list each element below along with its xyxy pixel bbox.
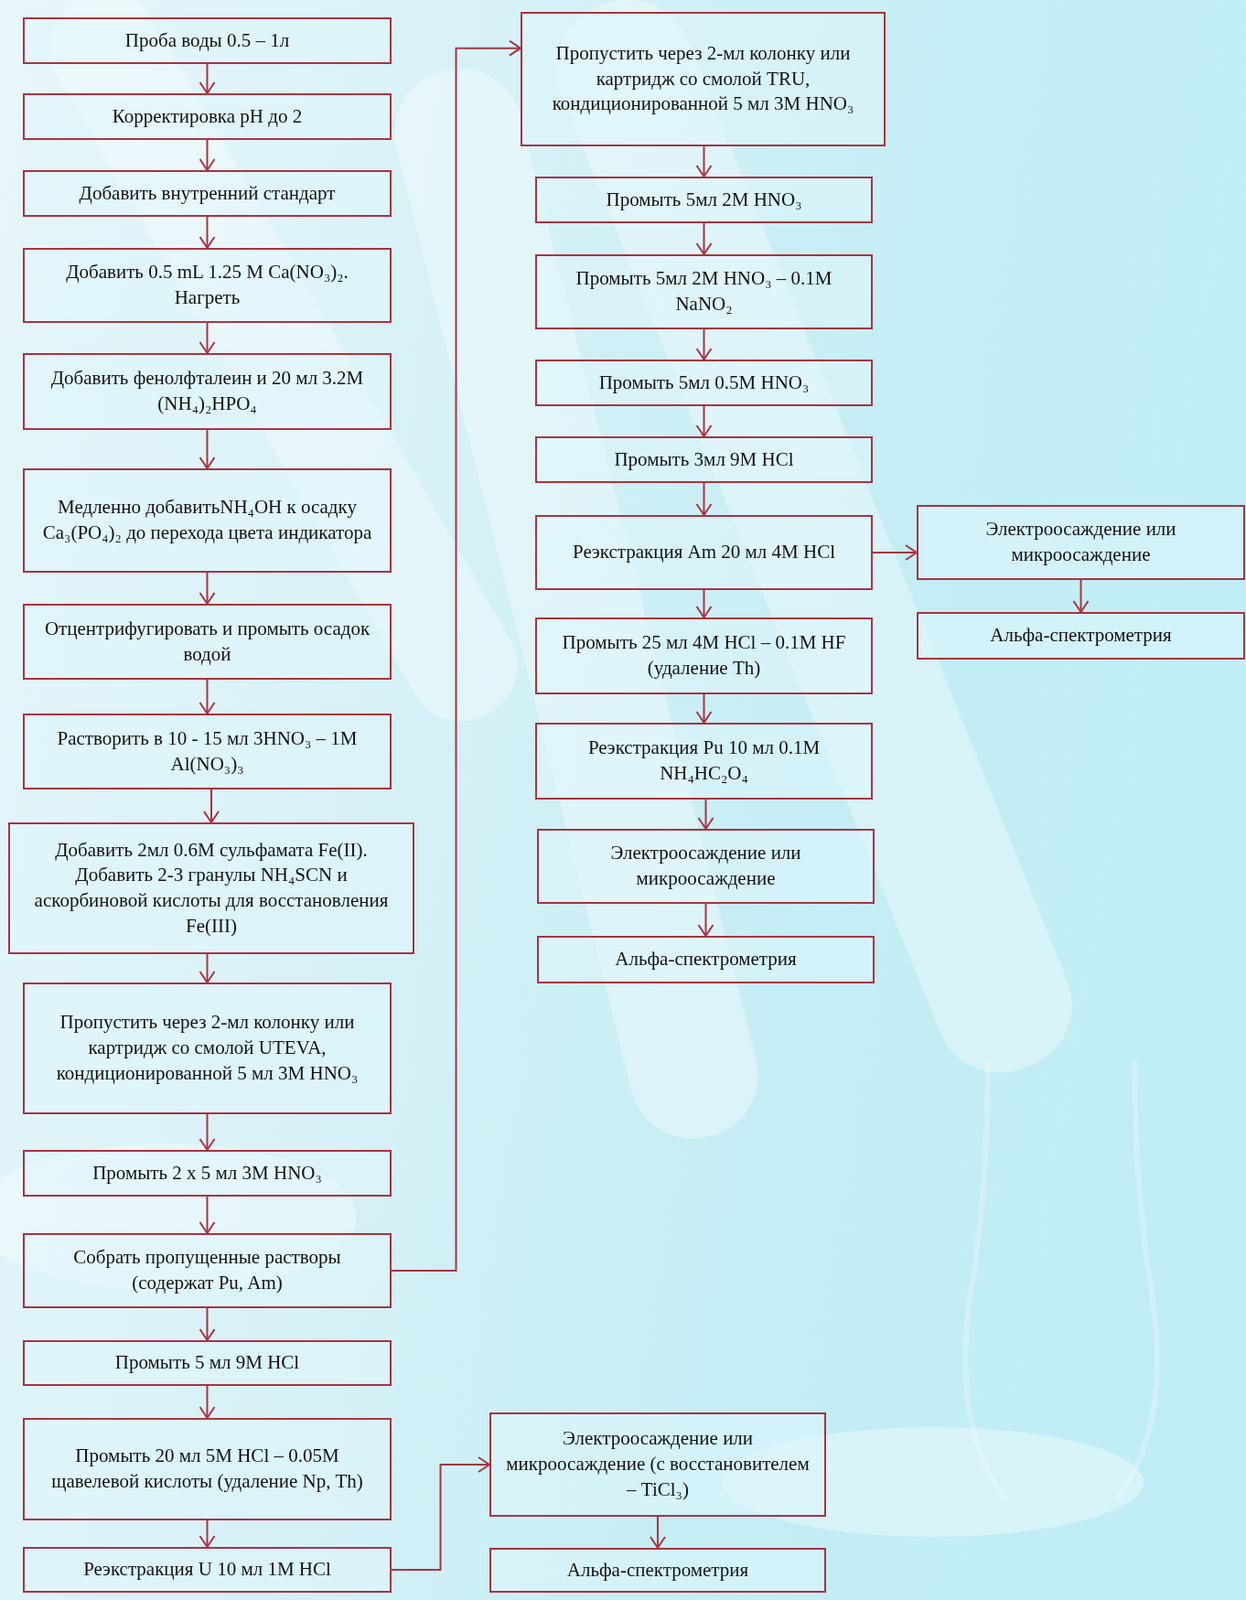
flow-arrow	[703, 406, 706, 437]
process-box: Промыть 20 мл 5M HCl – 0.05M щавелевой к…	[22, 1417, 392, 1521]
step-text: Электроосаждение или микроосаждение	[547, 840, 864, 892]
flow-arrow	[206, 216, 209, 248]
step-text: Проба воды 0.5 – 1л	[125, 28, 290, 54]
flow-arrow	[206, 1385, 209, 1418]
step-text: Медленно добавитьNH₄OH к осадку Ca₃(PO₄)…	[33, 494, 381, 546]
process-box: Промыть 5мл 0.5M HNO₃	[535, 359, 873, 407]
process-box: Пропустить через 2-мл колонку или картри…	[520, 11, 886, 147]
step-text: Добавить 0.5 mL 1.25 M Ca(NO₃)₂. Нагреть	[33, 259, 381, 311]
process-box: Промыть 5 мл 9M HCl	[22, 1340, 392, 1386]
process-box: Промыть 25 мл 4M HCl – 0.1M HF (удаление…	[535, 617, 873, 695]
test-tube-silhouette	[0, 0, 1144, 1537]
step-text: Пропустить через 2-мл колонку или картри…	[531, 41, 875, 118]
flow-arrow	[206, 1114, 209, 1150]
flow-arrow	[872, 551, 917, 554]
process-box: Добавить 0.5 mL 1.25 M Ca(NO₃)₂. Нагреть	[22, 247, 392, 323]
flow-arrow	[206, 139, 209, 171]
process-box: Промыть 2 x 5 мл 3M HNO₃	[22, 1149, 392, 1197]
step-text: Электроосаждение или микроосаждение (с в…	[500, 1426, 816, 1503]
process-box: Промыть 5мл 2M HNO₃ – 0.1M NaNO₂	[535, 254, 873, 330]
step-text: Реэкстракция Am 20 мл 4M HCl	[572, 539, 836, 566]
flow-arrow	[703, 146, 706, 177]
flow-arrow	[705, 799, 708, 829]
step-text: Промыть 3мл 9M HCl	[613, 447, 794, 473]
process-box: Реэкстракция Am 20 мл 4M HCl	[535, 515, 873, 591]
step-text: Промыть 5мл 0.5M HNO₃	[599, 370, 810, 397]
step-text: Добавить 2мл 0.6M сульфамата Fe(II). Доб…	[19, 837, 404, 940]
flow-arrow	[703, 329, 706, 360]
step-text: Реэкстракция Pu 10 мл 0.1M NH₄HC₂O₄	[546, 735, 862, 786]
step-text: Корректировка pH до 2	[112, 104, 302, 130]
step-text: Альфа-спектрометрия	[614, 946, 796, 973]
step-text: Собрать пропущенные растворы (содержат P…	[33, 1245, 381, 1296]
process-box: Альфа-спектрометрия	[537, 935, 875, 984]
flow-arrow	[391, 1464, 490, 1570]
flow-arrow	[206, 1520, 209, 1547]
flow-arrow	[206, 322, 209, 354]
step-text: Добавить внутренний стандарт	[79, 181, 336, 207]
step-text: Промыть 5мл 2M HNO₃ – 0.1M NaNO₂	[546, 266, 862, 317]
step-text: Альфа-спектрометрия	[567, 1557, 749, 1584]
process-box: Корректировка pH до 2	[22, 93, 392, 140]
flow-arrow	[656, 1516, 659, 1548]
step-text: Растворить в 10 - 15 мл 3HNO₃ – 1M Al(NO…	[33, 726, 381, 777]
flow-arrow	[1080, 580, 1083, 613]
flow-arrow	[391, 48, 521, 1271]
process-box: Добавить 2мл 0.6M сульфамата Fe(II). Доб…	[8, 822, 415, 955]
process-box: Промыть 3мл 9M HCl	[535, 436, 873, 484]
flow-arrow	[703, 590, 706, 618]
flow-arrow	[206, 679, 209, 714]
step-text: Добавить фенолфталеин и 20 мл 3.2M (NH₄)…	[33, 365, 381, 417]
process-box: Отцентрифугировать и промыть осадок водо…	[22, 603, 392, 680]
flow-arrow	[206, 429, 209, 469]
glassware-outline	[965, 1061, 1158, 1501]
process-box: Реэкстракция Pu 10 мл 0.1M NH₄HC₂O₄	[535, 722, 873, 800]
process-box: Альфа-спектрометрия	[916, 612, 1246, 660]
step-text: Промыть 5мл 2M HNO₃	[606, 187, 803, 214]
process-box: Растворить в 10 - 15 мл 3HNO₃ – 1M Al(NO…	[22, 713, 392, 790]
process-box: Добавить фенолфталеин и 20 мл 3.2M (NH₄)…	[22, 353, 392, 430]
flow-arrow	[705, 903, 708, 936]
process-box: Проба воды 0.5 – 1л	[22, 17, 392, 65]
process-box: Электроосаждение или микроосаждение	[916, 504, 1246, 581]
process-box: Медленно добавитьNH₄OH к осадку Ca₃(PO₄)…	[22, 468, 392, 573]
step-text: Альфа-спектрометрия	[989, 623, 1171, 649]
step-text: Отцентрифугировать и промыть осадок водо…	[33, 616, 381, 667]
step-text: Реэкстракция U 10 мл 1M HCl	[83, 1557, 332, 1583]
flow-arrow	[206, 1196, 209, 1234]
flow-arrow	[206, 572, 209, 604]
flow-arrow	[703, 694, 706, 723]
process-box: Электроосаждение или микроосаждение	[537, 828, 875, 904]
process-box: Пропустить через 2-мл колонку или картри…	[22, 982, 392, 1115]
process-box: Электроосаждение или микроосаждение (с в…	[489, 1412, 827, 1517]
step-text: Электроосаждение или микроосаждение	[927, 516, 1235, 568]
step-text: Промыть 2 x 5 мл 3M HNO₃	[92, 1160, 323, 1187]
process-box: Добавить внутренний стандарт	[22, 170, 392, 217]
flow-arrow	[210, 789, 213, 823]
flow-arrow	[703, 483, 706, 516]
flow-arrow	[206, 954, 209, 983]
process-box: Промыть 5мл 2M HNO₃	[535, 176, 873, 224]
process-box: Реэкстракция U 10 мл 1M HCl	[22, 1546, 392, 1593]
step-text: Промыть 20 мл 5M HCl – 0.05M щавелевой к…	[33, 1443, 381, 1494]
flow-arrow	[703, 223, 706, 255]
process-box: Альфа-спектрометрия	[489, 1547, 827, 1593]
process-box: Собрать пропущенные растворы (содержат P…	[22, 1233, 392, 1309]
step-text: Пропустить через 2-мл колонку или картри…	[33, 1009, 381, 1086]
step-text: Промыть 25 мл 4M HCl – 0.1M HF (удаление…	[546, 630, 862, 681]
flow-arrow	[206, 1308, 209, 1341]
flow-arrow	[206, 64, 209, 94]
step-text: Промыть 5 мл 9M HCl	[115, 1350, 300, 1376]
